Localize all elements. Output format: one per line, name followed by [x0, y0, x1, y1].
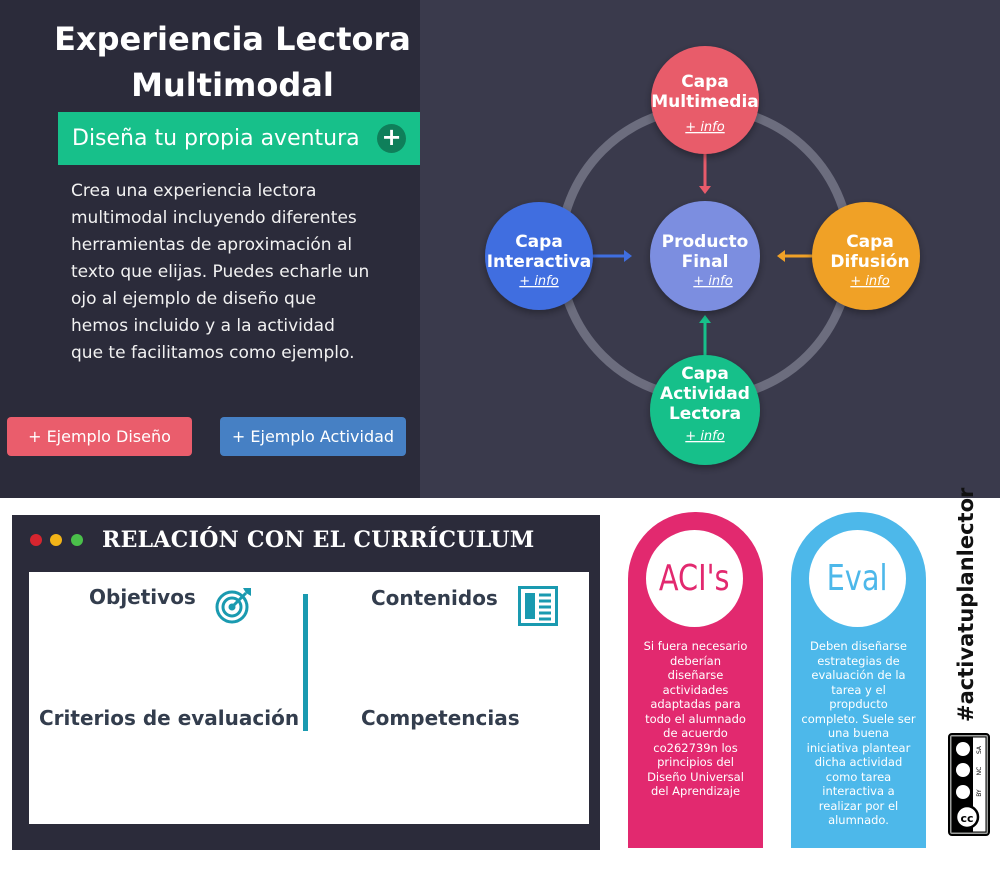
curriculum-body: Objetivos Contenidos Criterios de evalua… [29, 572, 589, 824]
svg-text:Lectora: Lectora [669, 404, 741, 424]
svg-text:Multimedia: Multimedia [651, 92, 759, 112]
info-link-interactiva[interactable]: + info [519, 274, 558, 289]
intro-panel: Experiencia Lectora Multimodal Diseña tu… [0, 0, 420, 498]
design-bar-label: Diseña tu propia aventura [72, 126, 360, 151]
green-dot-icon [70, 534, 83, 546]
eval-badge: Eval [809, 530, 906, 627]
hashtag-label: #activatuplanlector [954, 487, 978, 722]
info-link-difusion[interactable]: + info [850, 274, 889, 289]
svg-text:BY: BY [976, 789, 983, 797]
activity-example-button[interactable]: + Ejemplo Actividad [220, 417, 406, 456]
svg-text:Capa: Capa [681, 364, 729, 384]
node-producto-final[interactable]: Producto Final + info [650, 201, 760, 311]
target-icon [215, 588, 251, 624]
arrow-difusion [777, 250, 812, 262]
svg-text:Capa: Capa [515, 232, 563, 252]
center-divider [303, 594, 308, 731]
yellow-dot-icon [50, 534, 63, 546]
svg-text:Difusión: Difusión [830, 252, 909, 272]
design-adventure-bar[interactable]: Diseña tu propia aventura + [58, 112, 420, 165]
red-dot-icon [30, 534, 42, 546]
svg-text:cc: cc [960, 812, 973, 825]
contenidos-label[interactable]: Contenidos [371, 586, 498, 610]
layers-diagram-panel: Capa Multimedia + info Capa Interactiva … [420, 0, 1000, 498]
criterios-label[interactable]: Criterios de evaluación [39, 706, 300, 730]
arrow-interactiva [590, 250, 632, 262]
intro-text: Crea una experiencia lectora multimodal … [71, 181, 370, 363]
svg-text:Actividad: Actividad [660, 384, 750, 404]
competencias-label[interactable]: Competencias [361, 706, 520, 730]
window-dots [30, 533, 87, 551]
curriculum-title: RELACIÓN CON EL CURRÍCULUM [102, 527, 535, 553]
design-example-button[interactable]: + Ejemplo Diseño [7, 417, 192, 456]
node-difusion[interactable]: Capa Difusión + info [812, 202, 920, 310]
svg-text:SA: SA [976, 745, 983, 754]
svg-text:Capa: Capa [846, 232, 894, 252]
info-link-producto[interactable]: + info [693, 274, 732, 289]
page-title: Experiencia Lectora Multimodal [54, 20, 411, 104]
expand-plus-icon[interactable]: + [377, 124, 406, 153]
arrow-actividad [699, 315, 711, 356]
objetivos-label[interactable]: Objetivos [89, 585, 196, 609]
layers-diagram: Capa Multimedia + info Capa Interactiva … [485, 46, 920, 465]
node-multimedia[interactable]: Capa Multimedia + info [651, 46, 759, 154]
info-link-multimedia[interactable]: + info [685, 120, 724, 135]
svg-text:Producto: Producto [662, 232, 749, 252]
aci-card[interactable]: ACI's Si fuera necesario deberían diseña… [628, 512, 763, 848]
aci-text: Si fuera necesario deberían diseñarse ac… [643, 639, 748, 798]
node-interactiva[interactable]: Capa Interactiva + info [485, 202, 593, 310]
cc-license-icon[interactable]: cc BY NC SA [948, 733, 990, 836]
aci-badge: ACI's [646, 530, 743, 627]
svg-text:NC: NC [976, 767, 983, 776]
svg-text:Final: Final [682, 252, 729, 272]
svg-text:Capa: Capa [681, 72, 729, 92]
arrow-multimedia [699, 152, 711, 194]
curriculum-panel: RELACIÓN CON EL CURRÍCULUM Objetivos Con… [12, 515, 600, 850]
eval-card[interactable]: Eval Deben diseñarse estrategias de eval… [791, 512, 926, 848]
document-icon [518, 586, 558, 626]
eval-text: Deben diseñarse estrategias de evaluació… [801, 639, 916, 827]
svg-text:Interactiva: Interactiva [487, 252, 592, 272]
node-actividad-lectora[interactable]: Capa Actividad Lectora + info [650, 355, 760, 465]
info-link-actividad[interactable]: + info [685, 429, 724, 444]
